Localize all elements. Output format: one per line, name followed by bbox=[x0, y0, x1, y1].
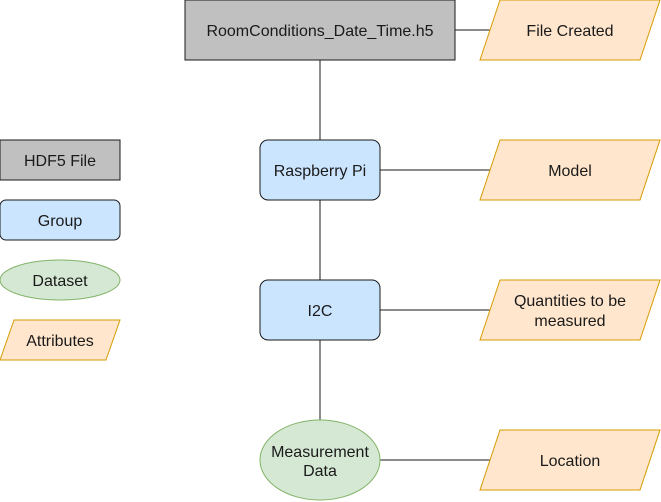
legend-dataset-label: Dataset bbox=[32, 273, 88, 290]
legend-hdf5-file-label: HDF5 File bbox=[24, 153, 96, 170]
node-attribute-location: Location bbox=[479, 429, 661, 491]
location-label: Location bbox=[540, 453, 601, 470]
legend-attributes-swatch bbox=[0, 319, 121, 361]
measurement-data-ellipse bbox=[259, 419, 381, 501]
legend-item-attributes: Attributes bbox=[0, 319, 121, 361]
file-created-label: File Created bbox=[526, 23, 613, 40]
raspberry-pi-label: Raspberry Pi bbox=[274, 163, 366, 180]
root-file-label: RoomConditions_Date_Time.h5 bbox=[206, 23, 433, 40]
i2c-label: I2C bbox=[308, 303, 333, 320]
quantities-parallelogram bbox=[479, 279, 661, 341]
node-attribute-model: Model bbox=[479, 139, 661, 201]
quantities-label-line1: Quantities to be bbox=[514, 293, 626, 310]
legend-dataset-swatch bbox=[0, 259, 121, 301]
node-group-i2c: I2C bbox=[259, 279, 381, 341]
model-parallelogram bbox=[479, 139, 661, 201]
legend-hdf5-file-swatch bbox=[0, 139, 121, 181]
legend-item-group: Group bbox=[0, 199, 121, 241]
measurement-data-label-line2: Data bbox=[303, 463, 337, 480]
legend-item-hdf5-file: HDF5 File bbox=[0, 139, 121, 181]
measurement-data-label-line1: Measurement bbox=[271, 444, 369, 461]
node-group-raspberry-pi: Raspberry Pi bbox=[259, 139, 381, 201]
model-label: Model bbox=[548, 163, 592, 180]
legend-item-dataset: Dataset bbox=[0, 259, 121, 301]
location-parallelogram bbox=[479, 429, 661, 491]
root-file-box bbox=[184, 0, 456, 61]
raspberry-pi-box bbox=[259, 139, 381, 201]
node-attribute-quantities: Quantities to be measured bbox=[479, 279, 661, 341]
legend: HDF5 File Group Dataset Attributes bbox=[0, 139, 121, 361]
legend-group-swatch bbox=[0, 199, 121, 241]
i2c-box bbox=[259, 279, 381, 341]
node-attribute-file-created: File Created bbox=[479, 0, 661, 61]
connectors bbox=[319, 29, 495, 461]
node-root-file: RoomConditions_Date_Time.h5 bbox=[184, 0, 456, 61]
node-dataset-measurement-data: Measurement Data bbox=[259, 419, 381, 501]
file-created-parallelogram bbox=[479, 0, 661, 61]
legend-group-label: Group bbox=[38, 213, 83, 230]
legend-attributes-label: Attributes bbox=[26, 333, 94, 350]
quantities-label-line2: measured bbox=[534, 313, 605, 330]
